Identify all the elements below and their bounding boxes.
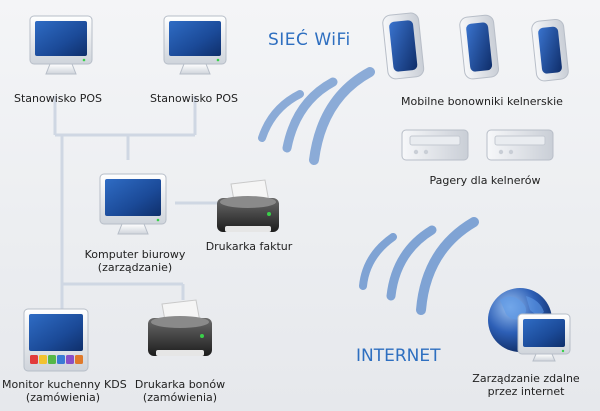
ticket-printer-label: Drukarka bonów (zamówienia)	[130, 378, 230, 404]
kds-color-keys	[30, 355, 83, 364]
pager-1	[401, 129, 469, 161]
ticket-printer	[148, 299, 212, 356]
internet-waves	[359, 217, 479, 315]
ticket-printer-line2: (zamówienia)	[142, 391, 218, 404]
invoice-printer	[217, 179, 279, 232]
remote-management-line1: Zarządzanie zdalne	[472, 372, 580, 385]
kds-key-3	[48, 355, 56, 364]
pos1-label: Stanowisko POS	[14, 92, 102, 105]
kds-monitor	[23, 308, 89, 372]
invoice-printer-label: Drukarka faktur	[205, 240, 293, 253]
mobile-terminals-label: Mobilne bonowniki kelnerskie	[401, 95, 563, 108]
kds-key-2	[39, 355, 47, 364]
remote-management-line2: przez internet	[487, 385, 565, 398]
network-wires	[53, 96, 222, 318]
mobile-terminal-1	[382, 12, 425, 80]
pos-monitor-1	[29, 15, 93, 75]
mobile-terminal-3	[531, 18, 569, 82]
pos-monitor-2	[163, 15, 227, 75]
internet-title: INTERNET	[356, 346, 441, 366]
pager-2	[486, 129, 554, 161]
kds-key-1	[30, 355, 38, 364]
kds-label-line1: Monitor kuchenny KDS	[2, 378, 127, 391]
remote-management-label: Zarządzanie zdalne przez internet	[466, 372, 586, 398]
kds-key-4	[57, 355, 65, 364]
office-pc-label: Komputer biurowy (zarządzanie)	[80, 248, 190, 274]
office-pc-monitor	[99, 173, 167, 235]
office-pc-label-line1: Komputer biurowy	[84, 248, 186, 261]
wifi-title: SIEĆ WiFi	[268, 30, 351, 50]
pos2-label: Stanowisko POS	[150, 92, 238, 105]
ticket-printer-line1: Drukarka bonów	[134, 378, 226, 391]
kds-key-6	[75, 355, 83, 364]
wifi-waves	[258, 67, 375, 165]
remote-monitor	[517, 313, 571, 362]
pagers-label: Pagery dla kelnerów	[429, 174, 541, 187]
kds-label-line2: (zamówienia)	[25, 391, 101, 404]
kds-key-5	[66, 355, 74, 364]
mobile-terminal-2	[459, 14, 500, 80]
kds-label: Monitor kuchenny KDS (zamówienia)	[2, 378, 127, 404]
office-pc-label-line2: (zarządzanie)	[97, 261, 173, 274]
